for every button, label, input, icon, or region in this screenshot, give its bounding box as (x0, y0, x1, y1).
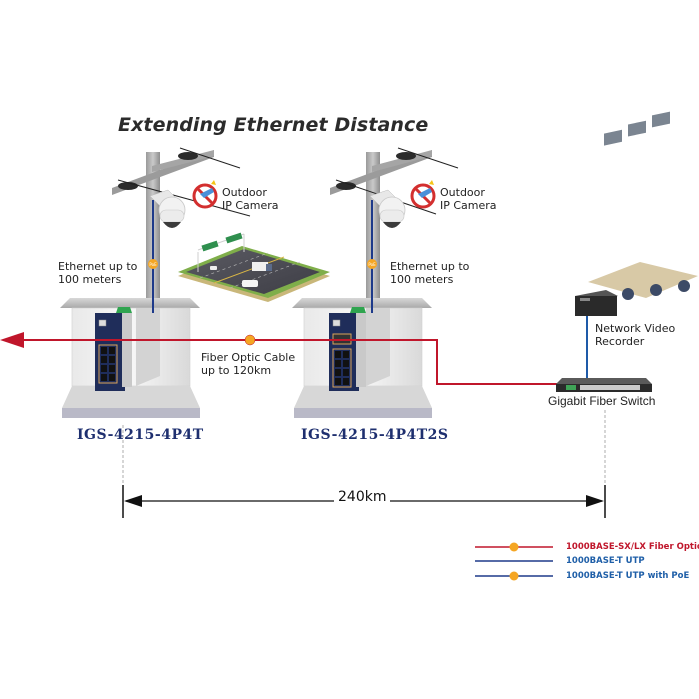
control-room-icon (588, 111, 698, 300)
fiber-switch-label: Gigabit Fiber Switch (548, 394, 656, 408)
ip-camera-icon (149, 189, 186, 228)
poe-badge-icon: PoE (148, 259, 158, 269)
car-icon (210, 266, 217, 270)
fiber-optic-cable (0, 332, 560, 385)
outdoor-cabinet-2 (292, 298, 432, 418)
arrow-right-icon (586, 495, 604, 507)
fiber-badge-icon (244, 334, 256, 346)
ip-camera-icon (369, 189, 406, 228)
diagram-title: Extending Ethernet Distance (118, 114, 429, 136)
ethernet-distance-label-2: Ethernet up to 100 meters (390, 260, 470, 286)
network-video-recorder-icon (575, 290, 618, 316)
switch-model-label-2: IGS-4215-4P4T2S (301, 427, 449, 443)
poe-badge-icon (509, 571, 519, 581)
road-sign-icon (201, 240, 219, 252)
arrow-left-icon (124, 495, 142, 507)
poe-badge-icon: PoE (367, 259, 377, 269)
console-port-icon (332, 319, 341, 327)
ethernet-distance-label-1: Ethernet up to 100 meters (58, 260, 138, 286)
industrial-switch-2 (329, 307, 366, 391)
van-icon (242, 280, 258, 287)
insulator-icon (178, 152, 198, 160)
legend-item-utp-poe: 1000BASE-T UTP with PoE (566, 571, 690, 581)
fiber-distance-label: Fiber Optic Cable up to 120km (201, 351, 296, 377)
highway-illustration (178, 232, 330, 302)
total-distance-label: 240km (334, 489, 391, 505)
legend-item-fiber: 1000BASE-SX/LX Fiber Optic (566, 542, 699, 552)
svg-text:PoE: PoE (149, 262, 157, 267)
nvr-label: Network Video Recorder (595, 322, 676, 348)
road-sign-icon (225, 232, 243, 244)
legend-swatches (475, 542, 553, 581)
fiber-badge-icon (509, 542, 519, 552)
svg-text:PoE: PoE (368, 262, 376, 267)
insulator-icon (396, 152, 416, 160)
arrow-left-icon (0, 332, 24, 348)
truck-icon (252, 262, 268, 271)
industrial-switch-1 (95, 307, 132, 391)
camera-label-2: Outdoor IP Camera (440, 186, 497, 212)
legend-item-utp: 1000BASE-T UTP (566, 556, 645, 566)
insulator-icon (336, 182, 356, 190)
console-port-icon (98, 319, 107, 327)
ethernet-ports (98, 344, 118, 384)
ethernet-ports (332, 348, 352, 388)
no-bird-icon (192, 180, 218, 209)
gigabit-fiber-switch-icon (556, 378, 652, 392)
camera-label-1: Outdoor IP Camera (222, 186, 279, 212)
no-bird-icon (410, 180, 436, 209)
switch-model-label-1: IGS-4215-4P4T (77, 427, 204, 443)
